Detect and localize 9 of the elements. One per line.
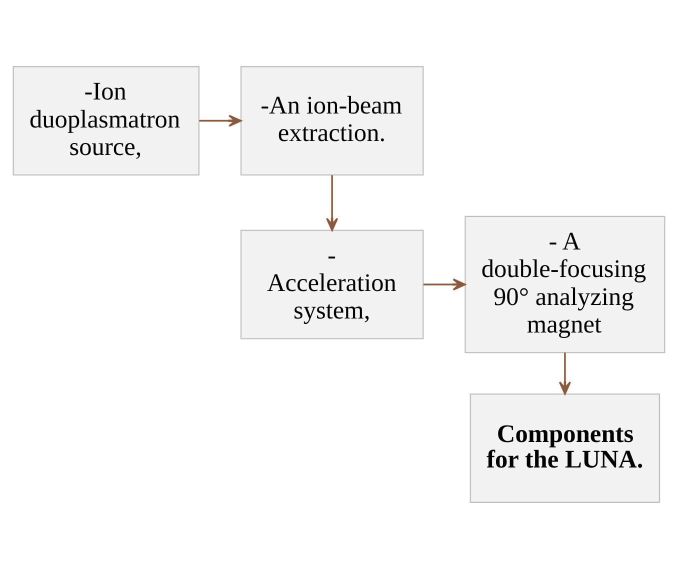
node-box: Components for the LUNA. — [470, 393, 660, 503]
node-box: - Acceleration system, — [240, 230, 424, 340]
node-box: -An ion-beam extraction. — [240, 66, 424, 176]
node-box: -Ion duoplasmatron source, — [12, 66, 200, 176]
arrow — [424, 278, 466, 291]
arrow — [558, 352, 571, 395]
arrow — [326, 175, 338, 231]
node-box: - A double-focusing 90° analyzing magnet — [464, 216, 666, 354]
arrow — [199, 114, 242, 127]
